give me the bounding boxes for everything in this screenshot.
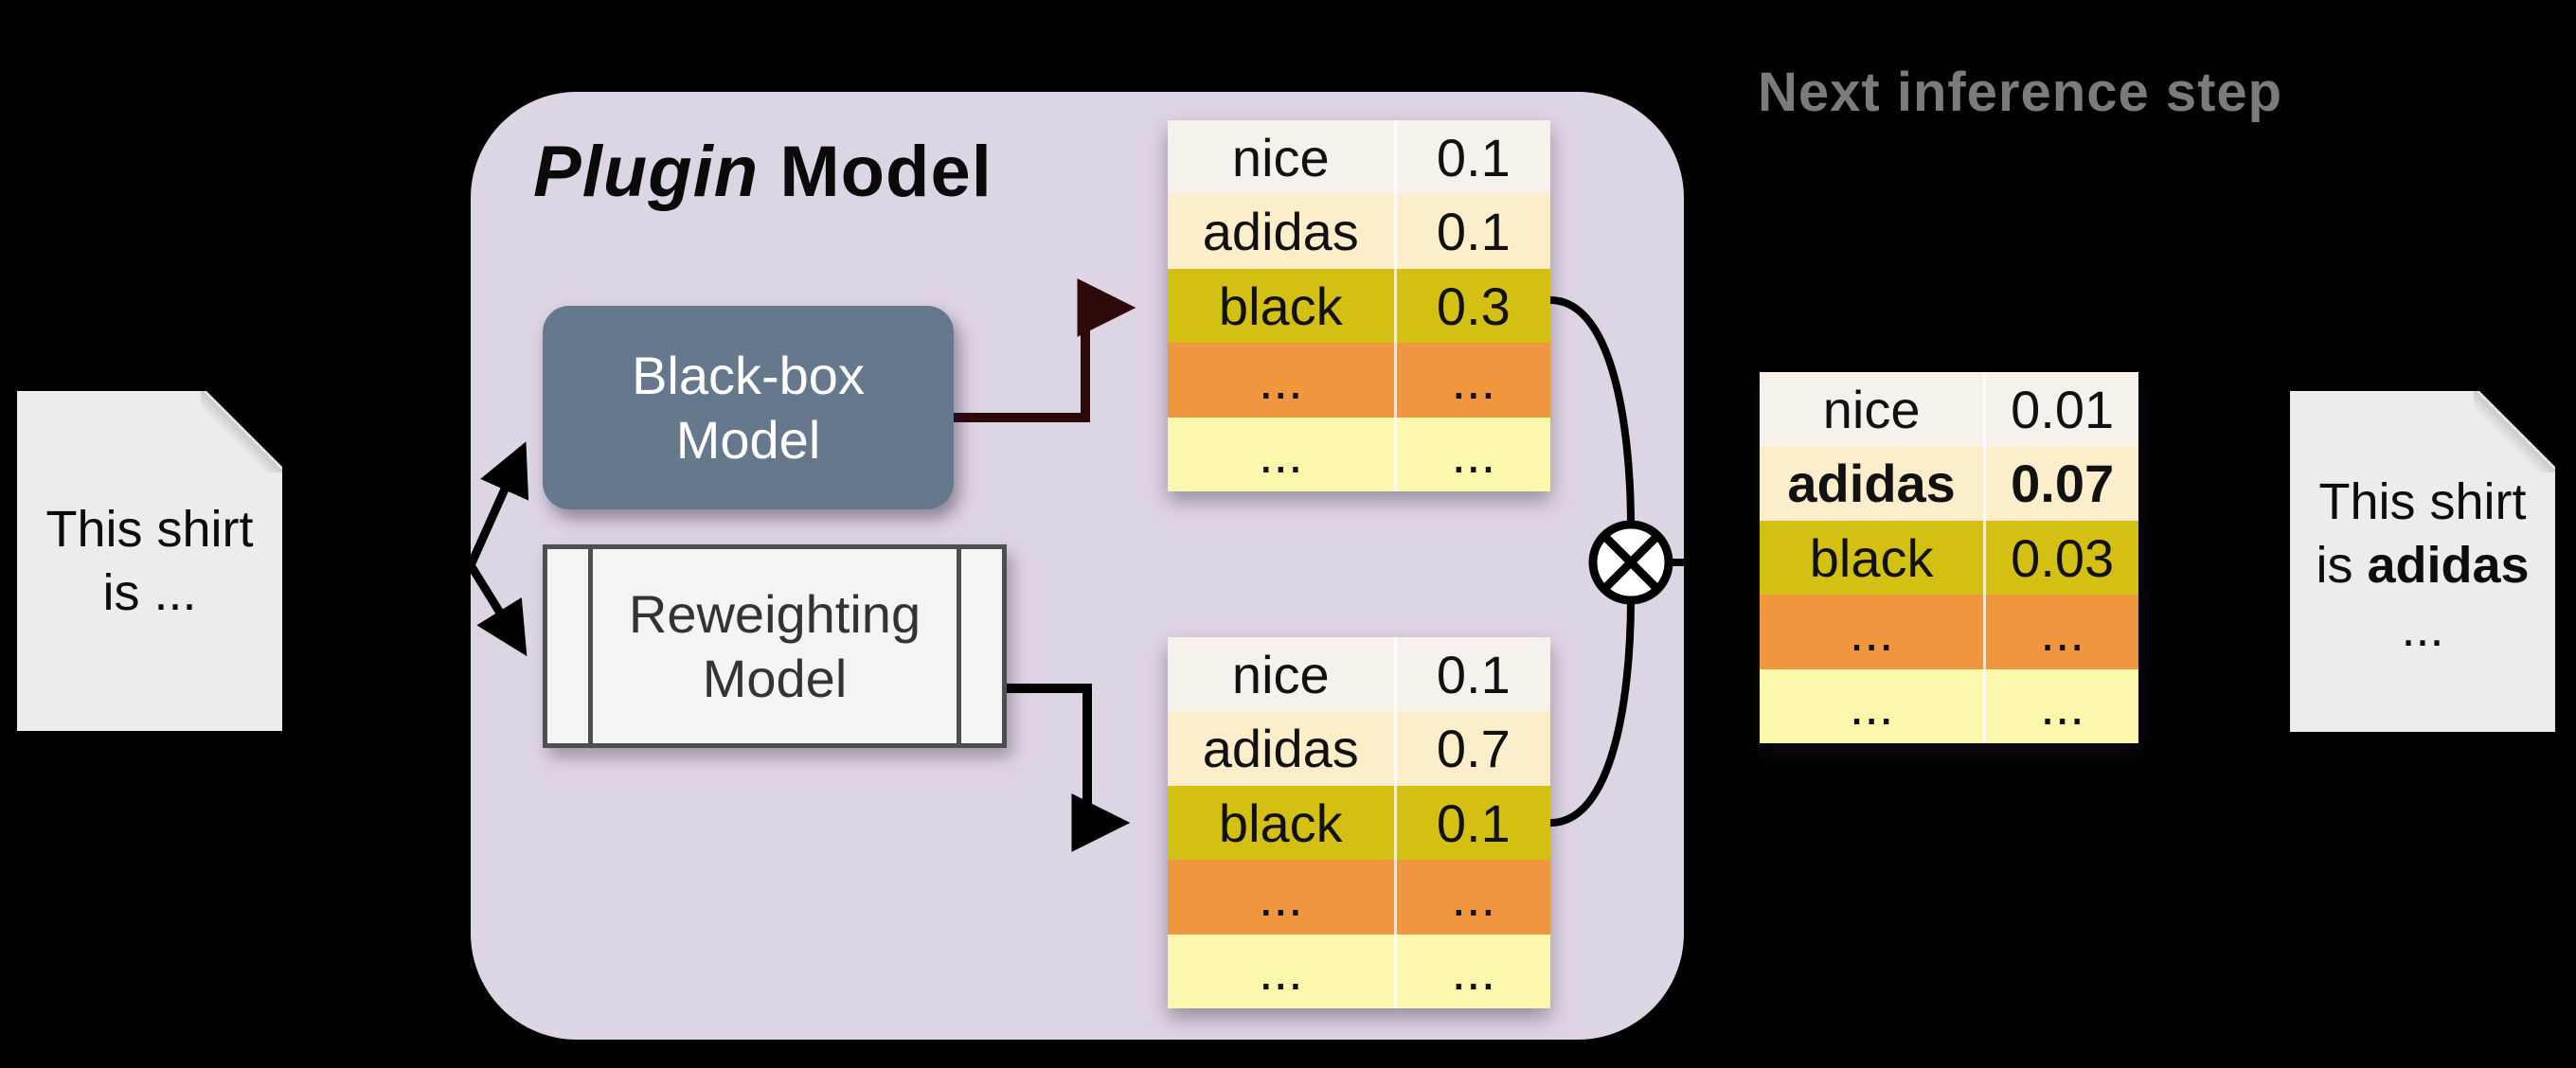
table-combined-output: nice 0.01 adidas 0.07 black 0.03 ... ...… [1760,372,2138,744]
table-row: nice 0.01 [1760,372,2138,447]
blackbox-model-label-line1: Black-box [632,345,865,405]
table-row: ... ... [1760,668,2138,744]
input-document-line1: This shirt [45,500,254,558]
table-row: adidas 0.7 [1168,711,1550,786]
token-cell: ... [1760,668,1987,744]
prob-cell: ... [2040,601,2084,662]
output-document-line2: is adidas [2316,534,2529,597]
prob-cell: ... [1451,866,1496,927]
prob-cell: ... [1451,424,1496,485]
reweighting-box-right-bar [957,549,961,743]
output-document: This shirt is adidas ... [2290,391,2555,732]
table-blackbox-output: nice 0.1 adidas 0.1 black 0.3 ... ... ..… [1168,120,1550,492]
table-row: black 0.1 [1168,785,1550,861]
table-row: adidas 0.1 [1168,194,1550,269]
prob-cell: 0.7 [1436,719,1511,779]
token-cell: adidas [1760,446,1987,521]
table-row: black 0.3 [1168,268,1550,344]
prob-cell: 0.07 [2011,454,2115,514]
table-row: ... ... [1168,860,1550,934]
prob-cell: ... [1451,349,1496,410]
prob-cell: ... [2040,676,2084,737]
output-line2-bold-token: adidas [2367,536,2530,594]
plugin-model-title: Plugin Model [533,131,993,213]
input-document: This shirt is ... [17,391,282,731]
prob-cell: 0.1 [1436,644,1511,704]
token-cell: ... [1168,343,1397,418]
token-cell: ... [1168,860,1397,934]
plugin-title-rest-part: Model [759,132,993,212]
reweighting-model-label-line1: Reweighting [628,583,921,644]
output-document-line3: ... [2401,599,2444,657]
token-cell: ... [1760,595,1987,669]
next-inference-step-label: Next inference step [1758,62,2283,123]
token-cell: adidas [1168,711,1397,786]
output-document-line1: This shirt [2318,472,2527,530]
blackbox-model-box: Black-box Model [543,306,954,509]
prob-cell: 0.01 [2011,379,2115,439]
table-row: ... ... [1168,934,1550,1009]
table-row: ... ... [1168,343,1550,418]
input-document-line2: is ... [102,563,197,621]
table-row: ... ... [1168,417,1550,492]
reweighting-model-box: Reweighting Model [543,544,1007,748]
token-cell: nice [1168,120,1397,195]
token-cell: ... [1168,934,1397,1009]
table-row: nice 0.1 [1168,120,1550,195]
table-row-highlighted: adidas 0.07 [1760,446,2138,521]
prob-cell: 0.1 [1436,202,1511,262]
output-line2-prefix: is [2316,536,2368,594]
prob-cell: 0.1 [1436,127,1511,187]
prob-cell: 0.1 [1436,792,1511,853]
token-cell: adidas [1168,194,1397,269]
token-cell: nice [1168,637,1397,712]
prob-cell: 0.03 [2011,527,2115,588]
reweighting-model-label-line2: Model [702,648,848,708]
blackbox-model-label-line2: Model [675,409,821,470]
table-row: black 0.03 [1760,520,2138,596]
token-cell: ... [1168,417,1397,492]
reweighting-box-left-bar [588,549,593,743]
prob-cell: ... [1451,941,1496,1002]
plugin-title-italic-part: Plugin [533,132,760,212]
token-cell: nice [1760,372,1987,447]
table-reweighting-output: nice 0.1 adidas 0.7 black 0.1 ... ... ..… [1168,637,1550,1009]
token-cell: black [1760,520,1987,596]
prob-cell: 0.3 [1436,276,1511,336]
table-row: nice 0.1 [1168,637,1550,712]
table-row: ... ... [1760,595,2138,669]
token-cell: black [1168,785,1397,861]
token-cell: black [1168,268,1397,344]
